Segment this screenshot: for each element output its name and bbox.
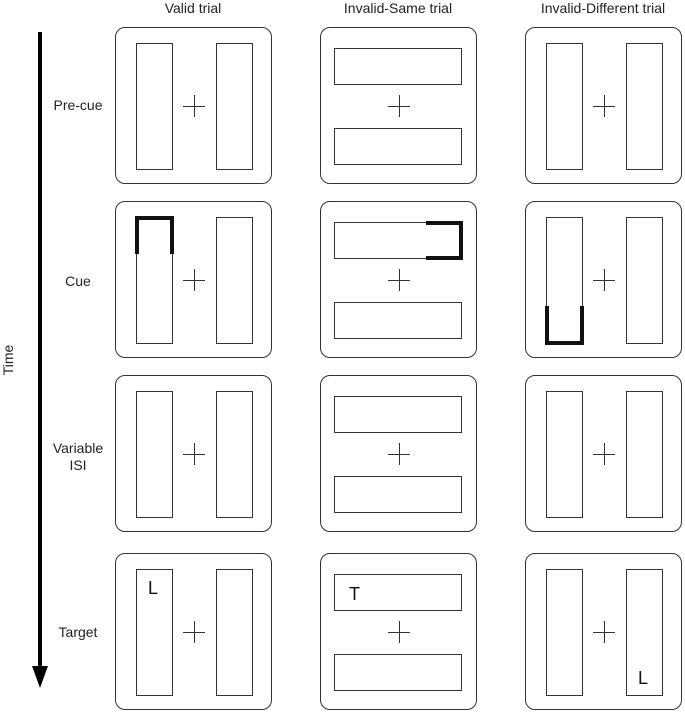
right-rectangle (216, 391, 253, 518)
bottom-rectangle (334, 654, 462, 691)
left-rectangle (546, 569, 583, 696)
cue-bracket (426, 221, 463, 260)
cue-bracket (135, 216, 174, 254)
top-rectangle (334, 574, 462, 611)
fixation-cross (593, 95, 615, 117)
bottom-rectangle (334, 476, 462, 513)
left-rectangle (546, 43, 583, 170)
top-rectangle (334, 222, 462, 259)
bottom-rectangle (334, 128, 462, 165)
top-rectangle (334, 48, 462, 85)
right-rectangle (216, 569, 253, 696)
bottom-rectangle (334, 302, 462, 339)
row-label-cue: Cue (65, 273, 91, 289)
fixation-cross (593, 443, 615, 465)
fixation-cross (183, 621, 205, 643)
panel-precue-invalid-same (320, 27, 477, 184)
row-label-target: Target (58, 624, 98, 640)
panel-cue-valid (115, 201, 272, 358)
row-label-variable-isi: Variable ISI (52, 440, 104, 473)
fixation-cross (183, 95, 205, 117)
fixation-cross (183, 269, 205, 291)
right-rectangle (216, 43, 253, 170)
time-arrow (32, 32, 48, 688)
left-rectangle (136, 569, 173, 696)
left-rectangle (136, 217, 173, 344)
left-rectangle (136, 43, 173, 170)
panel-precue-invalid-different (525, 27, 682, 184)
fixation-cross (593, 269, 615, 291)
panel-precue-valid (115, 27, 272, 184)
column-header-valid: Valid trial (164, 0, 222, 16)
fixation-cross (388, 621, 410, 643)
panel-target-valid: L (115, 553, 272, 710)
cue-bracket (545, 306, 584, 345)
left-rectangle (136, 391, 173, 518)
column-header-invalid-same: Invalid-Same trial (343, 0, 453, 16)
panel-target-invalid-same: T (320, 553, 477, 710)
panel-isi-invalid-same (320, 375, 477, 532)
panel-cue-invalid-different (525, 201, 682, 358)
right-rectangle (626, 569, 663, 696)
target-letter: T (349, 584, 360, 604)
panel-target-invalid-different: L (525, 553, 682, 710)
time-axis-label: Time (0, 344, 16, 376)
column-header-invalid-different: Invalid-Different trial (540, 0, 666, 16)
fixation-cross (593, 621, 615, 643)
row-label-pre-cue: Pre-cue (53, 97, 103, 113)
right-rectangle (626, 43, 663, 170)
fixation-cross (388, 95, 410, 117)
panel-isi-valid (115, 375, 272, 532)
panel-cue-invalid-same (320, 201, 477, 358)
fixation-cross (388, 269, 410, 291)
right-rectangle (626, 391, 663, 518)
target-letter: L (148, 578, 159, 598)
target-letter: L (638, 668, 649, 688)
panel-isi-invalid-different (525, 375, 682, 532)
fixation-cross (183, 443, 205, 465)
fixation-cross (388, 443, 410, 465)
right-rectangle (626, 217, 663, 344)
left-rectangle (546, 391, 583, 518)
right-rectangle (216, 217, 253, 344)
top-rectangle (334, 396, 462, 433)
